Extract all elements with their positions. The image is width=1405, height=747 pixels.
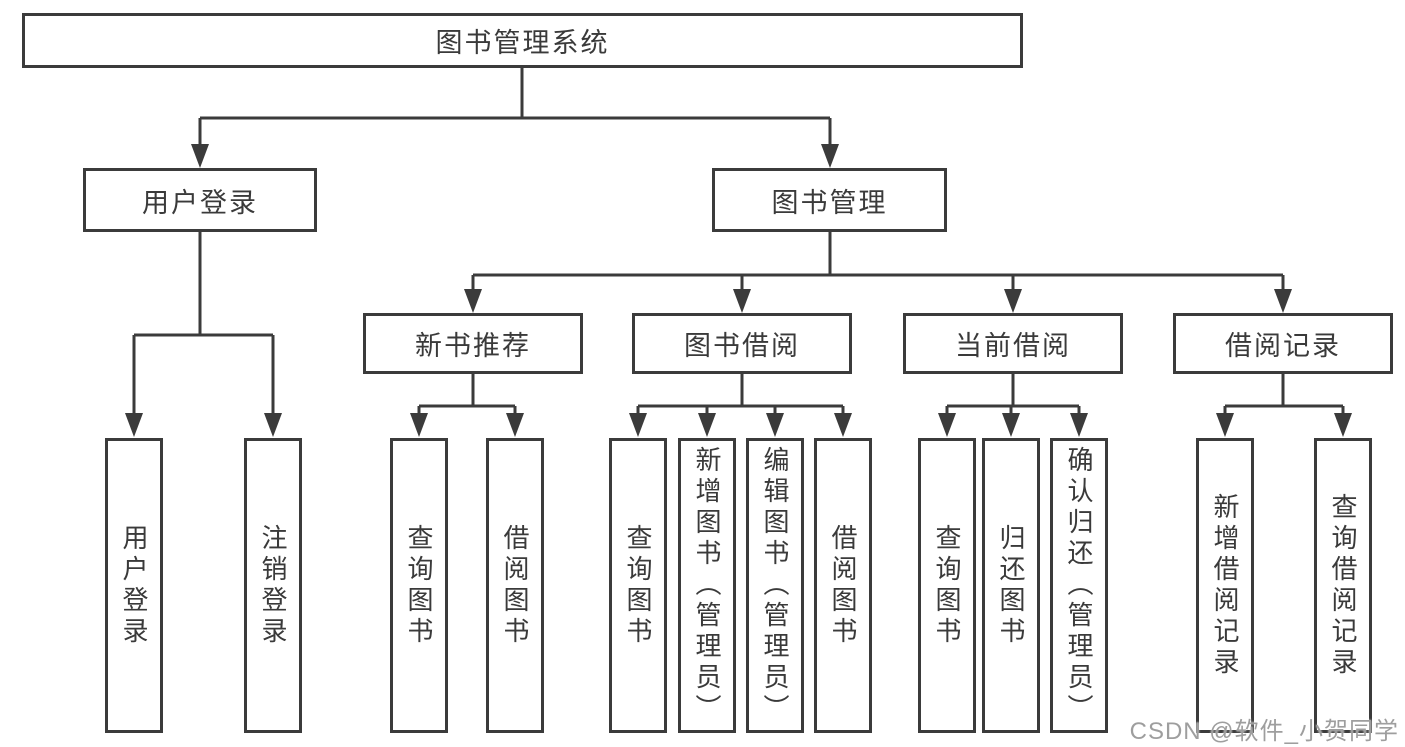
node-book-management: 图书管理 bbox=[712, 168, 947, 232]
leaf-edit-books-admin: 编辑图书（管理员） bbox=[746, 438, 804, 733]
leaf-search-borrow-record: 查询借阅记录 bbox=[1314, 438, 1372, 733]
node-user-login: 用户登录 bbox=[83, 168, 317, 232]
leaf-logout: 注销登录 bbox=[244, 438, 302, 733]
node-book-borrowing: 图书借阅 bbox=[632, 313, 852, 374]
node-new-book-recommendation: 新书推荐 bbox=[363, 313, 583, 374]
node-library-management-system: 图书管理系统 bbox=[22, 13, 1023, 68]
node-borrowing-records: 借阅记录 bbox=[1173, 313, 1393, 374]
leaf-add-borrow-record: 新增借阅记录 bbox=[1196, 438, 1254, 733]
leaf-return-books: 归还图书 bbox=[982, 438, 1040, 733]
leaf-borrow-books: 借阅图书 bbox=[814, 438, 872, 733]
leaf-user-login: 用户登录 bbox=[105, 438, 163, 733]
leaf-confirm-return-admin: 确认归还（管理员） bbox=[1050, 438, 1108, 733]
leaf-search-books-recommend: 查询图书 bbox=[390, 438, 448, 733]
arrowhead-icons bbox=[125, 144, 1352, 437]
leaf-add-books-admin: 新增图书（管理员） bbox=[678, 438, 736, 733]
leaf-search-books-borrowing: 查询图书 bbox=[609, 438, 667, 733]
leaf-search-books-current: 查询图书 bbox=[918, 438, 976, 733]
node-current-borrowing: 当前借阅 bbox=[903, 313, 1123, 374]
watermark: CSDN @软件_小贺同学 bbox=[1129, 718, 1399, 745]
leaf-borrow-books-recommend: 借阅图书 bbox=[486, 438, 544, 733]
